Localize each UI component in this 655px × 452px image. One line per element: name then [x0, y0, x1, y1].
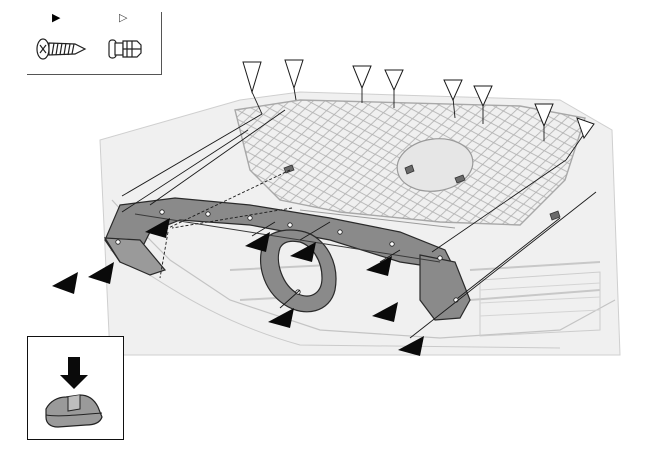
grille-clips: [283, 164, 561, 221]
legend-parts: [36, 38, 142, 60]
fastener-legend: ▶ ▷: [27, 12, 162, 75]
filled-triangle-marker: [398, 336, 424, 356]
down-arrow-icon: [60, 357, 88, 389]
filled-triangle-marker: [366, 256, 392, 276]
open-triangle-marker: [473, 85, 493, 108]
open-triangle-marker: [242, 61, 262, 94]
filled-triangle-marker: [245, 232, 270, 252]
front-grille: [234, 99, 586, 229]
filled-triangle-marker: [268, 308, 294, 328]
filled-triangle-marker: [145, 218, 170, 238]
filled-triangle-marker: [372, 302, 398, 322]
filled-triangle-marker: [88, 262, 114, 284]
clip-icon: [108, 39, 142, 59]
open-triangle-marker: [284, 59, 304, 90]
push-down-clip-detail: [45, 357, 103, 428]
open-triangle-symbol: ▷: [119, 12, 128, 24]
upper-bracket: [103, 197, 471, 321]
leader-lines: [121, 87, 597, 339]
open-triangle-marker: [384, 69, 404, 92]
filled-triangle-marker: [52, 272, 78, 294]
filled-triangle-symbol: ▶: [52, 12, 61, 24]
open-triangle-marker: [352, 65, 372, 90]
screw-icon: [36, 38, 87, 60]
open-triangle-marker: [534, 103, 554, 128]
filled-triangle-marker: [290, 242, 316, 262]
filled-triangle-markers: [52, 218, 424, 356]
open-triangle-marker: [576, 117, 595, 140]
open-triangle-marker: [443, 79, 463, 102]
open-triangle-markers: [242, 59, 595, 140]
clip-detail-inset: [27, 336, 124, 440]
